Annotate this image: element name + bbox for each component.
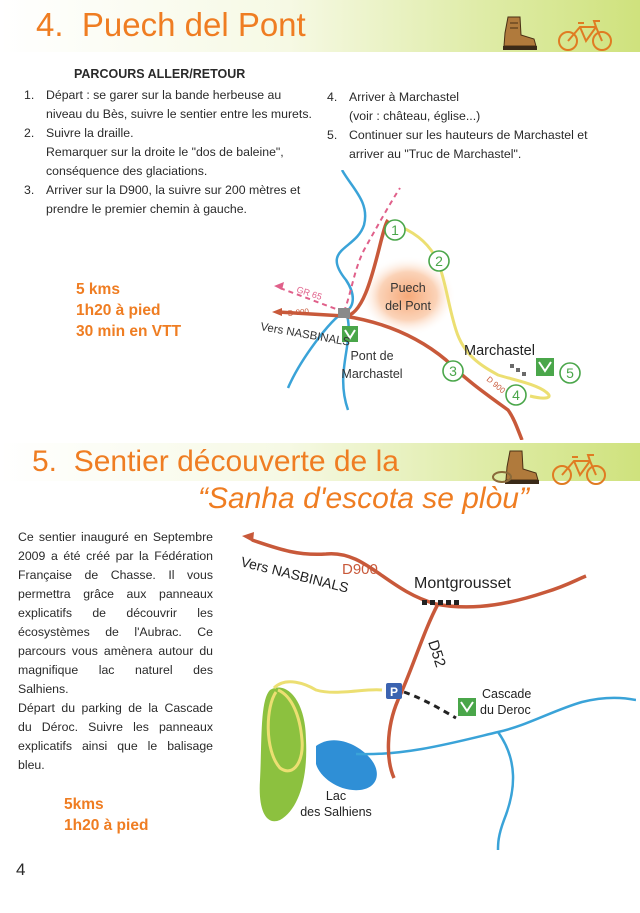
step-5-text: Continuer sur les hauteurs de Marchastel… <box>349 128 588 161</box>
stat5-walk-time: 1h20 à pied <box>64 817 149 834</box>
lake-salhiens <box>316 740 377 791</box>
parking-label: P <box>390 685 398 699</box>
map-puech-del-pont: 1 2 3 4 5 GR 65 D 900 D 900 Vers NASBINA… <box>260 170 581 440</box>
cascade-icon <box>458 698 476 716</box>
landmark-icon <box>342 326 358 342</box>
step-5: 5. Continuer sur les hauteurs de Marchast… <box>327 126 622 164</box>
section4-icons <box>503 16 612 51</box>
map2-d900-label: D900 <box>342 561 378 578</box>
stat-distance: 5 kms <box>76 281 120 298</box>
gr65-trail <box>279 287 345 313</box>
road-d52 <box>386 603 440 779</box>
bridge-marker <box>338 308 350 318</box>
yellow-trail <box>266 680 383 773</box>
bicycle-icon <box>558 20 612 51</box>
step-1-num: 1. <box>24 88 35 102</box>
section4-title: 4. Puech del Pont <box>36 6 306 44</box>
waypoint-markers <box>384 219 581 406</box>
step-2-text: Suivre la draille. <box>46 126 134 140</box>
step-4: 4. Arriver à Marchastel (voir : château, é… <box>327 88 622 126</box>
waypoint-4 <box>505 384 527 406</box>
section4-title-text: Puech del Pont <box>81 6 306 43</box>
section4-number: 4. <box>36 6 64 43</box>
pont-label-1: Pont de <box>350 349 393 363</box>
waypoint-5-label: 5 <box>566 365 574 381</box>
step-3-text: Arriver sur la D900, la suivre sur 200 m… <box>46 183 301 216</box>
dashed-path-cascade <box>403 690 457 720</box>
vers-nasbinals-label: Vers NASBINALS <box>260 321 351 349</box>
gr65-trail-north <box>343 187 401 313</box>
section5-icons <box>492 450 606 485</box>
step-3: 3. Arriver sur la D900, la suivre sur 200… <box>24 181 314 219</box>
step-4-text: Arriver à Marchastel <box>349 90 460 104</box>
lac-label-2: des Salhiens <box>300 805 372 819</box>
step-1-text: Départ : se garer sur la bande herbeuse … <box>46 88 312 121</box>
montgrousset-label: Montgrousset <box>414 575 511 592</box>
road-d900-map2 <box>251 538 587 609</box>
hiking-boot-icon-2 <box>492 450 539 484</box>
pont-label-2: Marchastel <box>341 367 402 381</box>
hiking-boot-icon <box>503 16 537 50</box>
section5-number: 5. <box>32 445 58 478</box>
stat5-distance: 5kms <box>64 796 104 813</box>
section5-title-line1: 5. Sentier découverte de la <box>32 445 399 479</box>
village-houses <box>510 364 526 376</box>
forest-area <box>259 687 307 822</box>
montgrousset-houses <box>422 600 459 605</box>
truc-landmark-icon <box>536 358 554 376</box>
waypoint-4-label: 4 <box>512 387 520 403</box>
step-2-num: 2. <box>24 126 35 140</box>
lac-label-1: Lac <box>326 789 346 803</box>
stat-bike-time: 30 min en VTT <box>76 323 182 340</box>
river-bes <box>286 170 367 411</box>
waypoint-2-label: 2 <box>435 253 443 269</box>
page-number: 4 <box>16 860 26 879</box>
step-5-num: 5. <box>327 128 338 142</box>
cascade-label-2: du Deroc <box>480 703 531 717</box>
waypoint-2 <box>428 250 450 272</box>
map2-vers-label: Vers NASBINALS <box>239 553 350 595</box>
step-4-extra: (voir : château, église...) <box>349 109 481 123</box>
river-deroc <box>355 696 636 850</box>
section4-stats: 5 kms 1h20 à pied 30 min en VTT <box>76 279 181 342</box>
section5-title-text: Sentier découverte de la <box>73 445 399 478</box>
map-sentier-decouverte: P Vers NASBINALS D900 Montgrousset D52 C… <box>239 532 636 850</box>
waypoint-1 <box>384 219 406 241</box>
d52-label: D52 <box>424 638 449 669</box>
bicycle-icon-2 <box>552 454 606 485</box>
road-arrow-map2 <box>242 532 254 542</box>
step-2-extra: Remarquer sur la droite le "dos de balei… <box>46 145 284 178</box>
step-3-num: 3. <box>24 183 35 197</box>
section5-paragraph1: Ce sentier inauguré en Septembre 2009 a … <box>18 530 213 696</box>
gr65-arrow <box>274 282 284 290</box>
waypoint-3 <box>442 360 464 382</box>
d900-small-label: D 900 <box>287 307 310 318</box>
steps-left-list: 1. Départ : se garer sur la bande herbeus… <box>24 86 314 219</box>
parking-sign <box>386 683 402 699</box>
section5-title-line2: “Sanha d'escota se plòu” <box>198 482 529 515</box>
marchastel-label: Marchastel <box>464 343 535 359</box>
waypoint-3-label: 3 <box>449 363 457 379</box>
puech-hill-glow <box>360 256 456 336</box>
parcours-label: PARCOURS ALLER/RETOUR <box>74 67 246 81</box>
section5-paragraph2: Départ du parking de la Cascade du Déroc… <box>18 701 213 772</box>
puech-label-2: del Pont <box>385 299 431 313</box>
section5-stats: 5kms 1h20 à pied <box>64 794 148 836</box>
stat-walk-time: 1h20 à pied <box>76 302 161 319</box>
step-1: 1. Départ : se garer sur la bande herbeus… <box>24 86 314 124</box>
step-4-num: 4. <box>327 90 338 104</box>
waypoint-5 <box>559 362 581 384</box>
steps-right-list: 4. Arriver à Marchastel (voir : château, é… <box>327 88 622 164</box>
cascade-label-1: Cascade <box>482 687 531 701</box>
road-arrow <box>272 308 282 316</box>
puech-label-1: Puech <box>390 281 425 295</box>
section5-description: Ce sentier inauguré en Septembre 2009 a … <box>18 528 213 775</box>
step-2: 2. Suivre la draille. Remarquer sur la dro… <box>24 124 314 181</box>
waypoint-1-label: 1 <box>391 222 399 238</box>
